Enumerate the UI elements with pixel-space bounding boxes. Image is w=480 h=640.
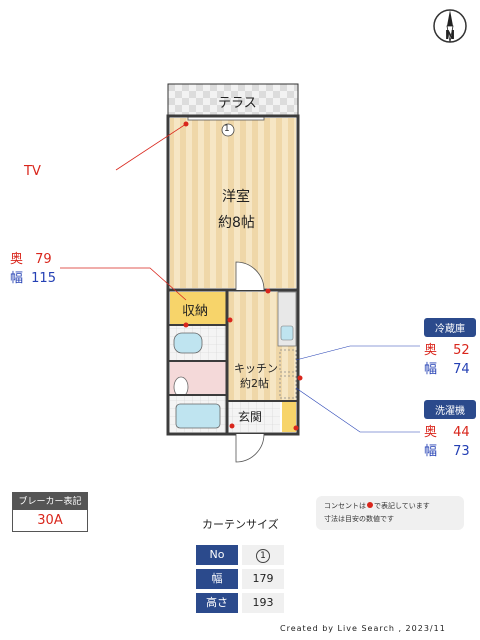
- note-line1-post: で表記しています: [374, 502, 430, 510]
- note-line2: 寸法は目安の数値です: [324, 515, 394, 523]
- curtain-no-circle: 1: [256, 549, 270, 563]
- storage-leader-line: [60, 267, 187, 301]
- western-room-floor: [170, 118, 296, 288]
- curtain-row-no-head: No: [196, 545, 238, 565]
- sink-fixture: [173, 332, 203, 354]
- storage-width-value: 115: [31, 271, 56, 286]
- washer-width-label: 幅: [424, 444, 438, 459]
- outer-wall: [166, 114, 300, 436]
- note-box: コンセントはで表記しています 寸法は目安の数値です: [316, 496, 464, 530]
- breaker-box: ブレーカー表記 30A: [12, 492, 88, 532]
- washer-leader-line: [295, 387, 420, 433]
- fridge-depth-label: 奥: [424, 343, 438, 358]
- storage-label: 収納: [182, 304, 209, 319]
- fridge-space: [279, 349, 297, 373]
- fridge-leader-line: [295, 345, 420, 361]
- washer-title: 洗濯機: [424, 400, 476, 419]
- curtain-row-height-value: 193: [242, 593, 284, 613]
- room-door: [235, 261, 265, 291]
- western-room-label: 洋室: [222, 189, 250, 205]
- curtain-row-width-value: 179: [242, 569, 284, 589]
- terrace-label: テラス: [218, 96, 257, 111]
- entrance-door: [235, 433, 265, 463]
- washer-width-value: 73: [453, 444, 470, 459]
- washer-space: [279, 375, 297, 399]
- compass: N: [432, 8, 468, 48]
- shoe-box: [282, 402, 296, 432]
- storage-depth-label: 奥: [10, 252, 24, 267]
- fridge-title: 冷蔵庫: [424, 318, 476, 337]
- washer-depth-value: 44: [453, 425, 470, 440]
- curtain-row-width-head: 幅: [196, 569, 238, 589]
- tv-leader-line: [115, 123, 187, 171]
- curtain-title: カーテンサイズ: [202, 518, 279, 531]
- kitchen-label: キッチン: [234, 362, 278, 375]
- window-number: 1: [224, 124, 230, 134]
- terrace-area: [167, 83, 299, 118]
- bathtub-fixture: [175, 403, 221, 429]
- storage-dims: 奥 79 幅 115: [10, 252, 70, 287]
- fridge-depth-value: 52: [453, 343, 470, 358]
- washer-depth-label: 奥: [424, 425, 438, 440]
- fridge-width-value: 74: [453, 362, 470, 377]
- washer-box: 洗濯機 奥 44 幅 73: [424, 400, 476, 460]
- curtain-row-height-head: 高さ: [196, 593, 238, 613]
- outlet-icon: [367, 502, 373, 508]
- tv-label: TV: [24, 164, 41, 179]
- kitchen-sink: [280, 325, 294, 341]
- breaker-title: ブレーカー表記: [12, 492, 88, 509]
- storage-area: [170, 292, 226, 324]
- curtain-row-no-value: 1: [242, 545, 284, 565]
- fridge-box: 冷蔵庫 奥 52 幅 74: [424, 318, 476, 378]
- credit-text: Created by Live Search , 2023/11: [280, 624, 446, 633]
- note-line1-pre: コンセントは: [324, 502, 366, 510]
- entrance-label: 玄関: [238, 410, 263, 424]
- breaker-value: 30A: [12, 509, 88, 532]
- western-room-size: 約8帖: [218, 215, 255, 231]
- compass-north-label: N: [445, 28, 456, 42]
- storage-depth-value: 79: [35, 252, 52, 267]
- kitchen-size: 約2帖: [240, 377, 269, 390]
- window-number-marker: [221, 123, 235, 137]
- entrance-floor: [228, 402, 280, 432]
- fridge-width-label: 幅: [424, 362, 438, 377]
- storage-width-label: 幅: [10, 271, 24, 286]
- compass-icon: [433, 9, 467, 43]
- curtain-table: No 1 幅 179 高さ 193: [196, 545, 284, 613]
